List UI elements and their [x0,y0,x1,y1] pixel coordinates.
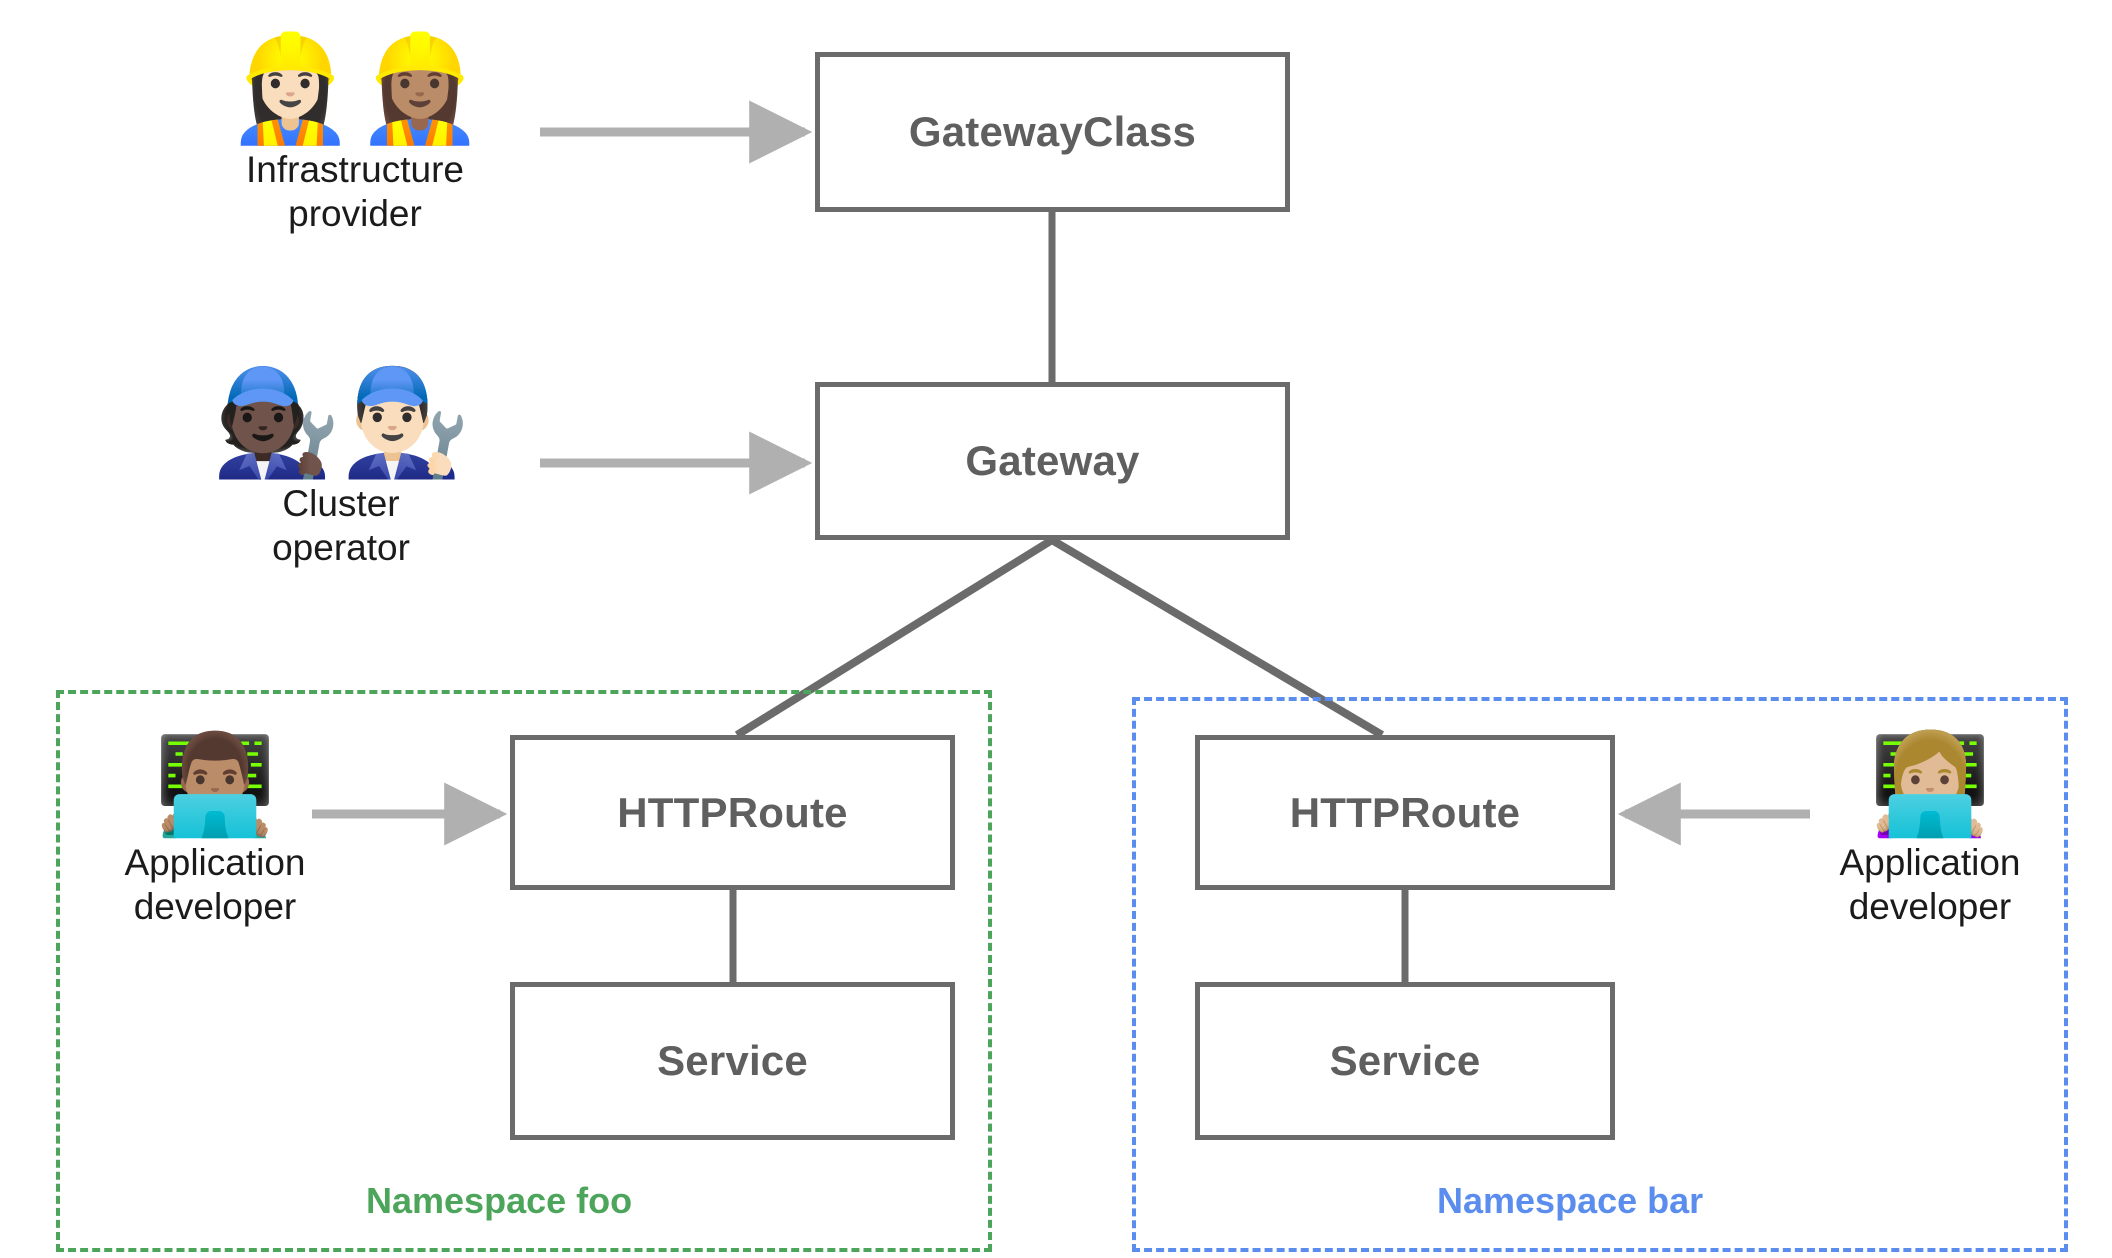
namespace-group-foo [56,690,992,1252]
node-service-foo-label: Service [657,1037,808,1084]
node-service-bar[interactable]: Service [1195,982,1615,1140]
node-gateway-label: Gateway [965,437,1140,484]
node-httproute-bar-label: HTTPRoute [1289,788,1521,836]
man-technologist-icon: 👨🏽‍💻 [153,729,277,839]
persona-application-developer-foo: 👨🏽‍💻 Application developer [100,729,330,928]
persona-application-developer-foo-label: Application developer [124,841,306,927]
node-gatewayclass[interactable]: GatewayClass [815,52,1290,212]
persona-application-developer-bar-label: Application developer [1839,841,2021,927]
construction-worker-women-icon: 👷🏻‍♀️👷🏽‍♀️ [225,31,485,147]
namespace-foo-label: Namespace foo [366,1180,633,1221]
namespace-bar-label: Namespace bar [1437,1180,1704,1221]
node-httproute-foo[interactable]: HTTPRoute [510,735,955,890]
persona-cluster-operator-label: Cluster operator [272,483,410,568]
node-httproute-bar[interactable]: HTTPRoute [1195,735,1615,890]
node-service-bar-label: Service [1329,1037,1481,1084]
namespace-group-bar [1132,697,2068,1252]
persona-cluster-operator: 🧑🏿‍🔧👨🏻‍🔧 Cluster operator [186,370,496,569]
persona-infrastructure-provider-label: Infrastructure provider [246,149,464,234]
woman-technologist-icon: 👩🏼‍💻 [1868,729,1992,839]
node-httproute-foo-label: HTTPRoute [617,788,848,836]
persona-application-developer-bar: 👩🏼‍💻 Application developer [1815,729,2045,928]
node-gateway[interactable]: Gateway [815,382,1290,540]
node-gatewayclass-label: GatewayClass [908,108,1197,155]
mechanics-icon: 🧑🏿‍🔧👨🏻‍🔧 [211,365,471,481]
persona-infrastructure-provider: 👷🏻‍♀️👷🏽‍♀️ Infrastructure provider [200,36,510,235]
node-service-foo[interactable]: Service [510,982,955,1140]
